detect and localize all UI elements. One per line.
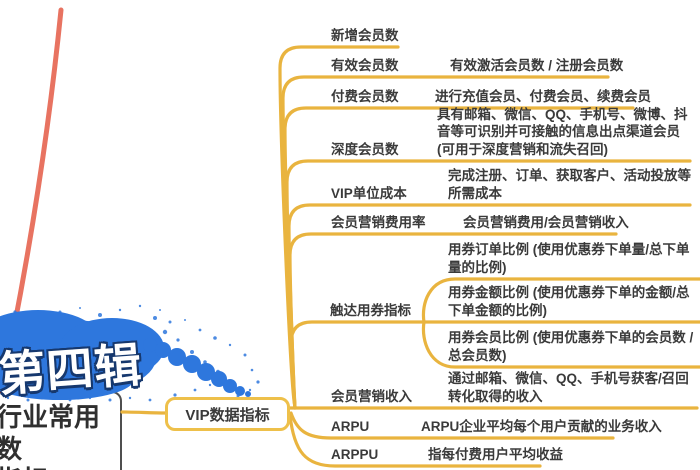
parent-topic-line1: 行业常用数 bbox=[0, 402, 101, 464]
parent-topic-node[interactable]: 行业常用数 指标 bbox=[0, 391, 122, 470]
branch-label-vip-unit-cost[interactable]: VIP单位成本 bbox=[331, 185, 407, 201]
branch-label-active-members[interactable]: 有效会员数 bbox=[331, 57, 399, 73]
branch-desc-marketing-revenue[interactable]: 通过邮箱、微信、QQ、手机号获客/召回转化取得的收入 bbox=[448, 371, 689, 404]
branch-desc-vip-unit-cost[interactable]: 完成注册、订单、获取客户、活动投放等所需成本 bbox=[448, 168, 691, 201]
branch-label-arpu[interactable]: ARPU bbox=[331, 418, 370, 434]
branch-desc-marketing-expense-ratio[interactable]: 会员营销费用/会员营销收入 bbox=[463, 214, 629, 230]
branch-label-new-members[interactable]: 新增会员数 bbox=[331, 27, 399, 43]
branch-label-marketing-revenue[interactable]: 会员营销收入 bbox=[331, 388, 412, 404]
branch-desc-paying-members[interactable]: 进行充值会员、付费会员、续费会员 bbox=[435, 88, 651, 104]
vip-metrics-label: VIP数据指标 bbox=[185, 406, 270, 424]
branch-desc-deep-members[interactable]: 具有邮箱、微信、QQ、手机号、微博、抖音等可识别并可接触的信息出点渠道会员 (可… bbox=[437, 107, 688, 157]
branch-desc-arpu[interactable]: ARPU企业平均每个用户贡献的业务收入 bbox=[421, 418, 662, 434]
leaf-coupon-order-ratio[interactable]: 用券订单比例 (使用优惠券下单量/总下单量的比例) bbox=[448, 242, 690, 275]
branch-label-coupon-reach-metrics[interactable]: 触达用券指标 bbox=[330, 302, 411, 318]
branch-label-marketing-expense-ratio[interactable]: 会员营销费用率 bbox=[331, 214, 426, 230]
red-branch-line bbox=[10, 7, 64, 336]
branch-desc-active-members[interactable]: 有效激活会员数 / 注册会员数 bbox=[450, 57, 624, 73]
leaf-coupon-amount-ratio[interactable]: 用券金额比例 (使用优惠券下单的金额/总下单金额的比例) bbox=[448, 285, 690, 318]
branch-label-paying-members[interactable]: 付费会员数 bbox=[331, 88, 399, 104]
vip-metrics-node[interactable]: VIP数据指标 bbox=[165, 397, 290, 431]
branch-desc-arppu[interactable]: 指每付费用户平均收益 bbox=[428, 446, 563, 462]
parent-topic-line2: 指标 bbox=[0, 465, 120, 470]
branch-label-deep-members[interactable]: 深度会员数 bbox=[331, 141, 399, 157]
blue-splash bbox=[0, 304, 260, 402]
branch-lines bbox=[120, 45, 700, 468]
edition-title: 第四辑 bbox=[0, 337, 144, 401]
branch-label-arppu[interactable]: ARPPU bbox=[331, 446, 379, 462]
leaf-coupon-member-ratio[interactable]: 用券会员比例 (使用优惠券下单的会员数 / 总会员数) bbox=[448, 330, 694, 363]
